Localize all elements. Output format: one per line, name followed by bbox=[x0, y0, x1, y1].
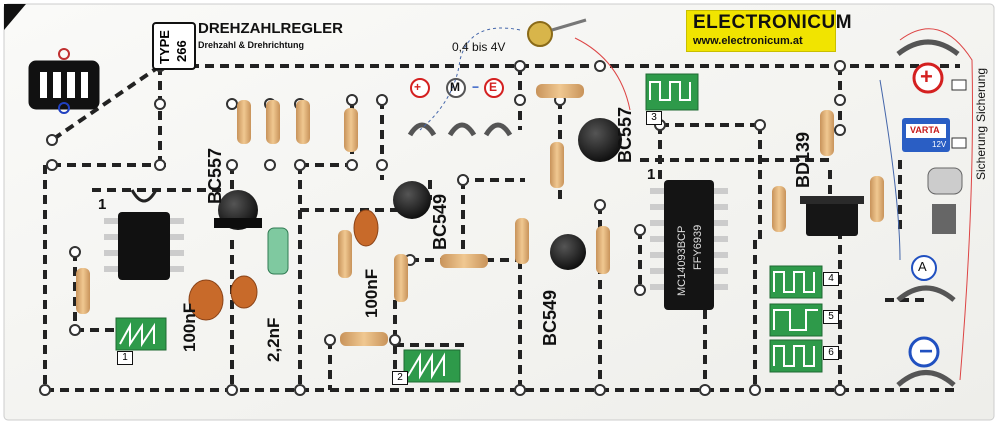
cap-100nf-mid-label: 100nF bbox=[362, 268, 381, 318]
board-title: DREHZAHLREGLER bbox=[198, 20, 343, 37]
cap-100nf-left-label: 100nF bbox=[180, 302, 199, 352]
terminal-a-label: A bbox=[918, 259, 927, 274]
regulator-icon bbox=[932, 204, 956, 234]
bd139-label: BD139 bbox=[793, 131, 813, 188]
power-transistor-bd139 bbox=[800, 196, 864, 236]
ic-right-pin1-label: 1 bbox=[647, 166, 656, 183]
board-subtitle: Drehzahl & Drehrichtung bbox=[198, 40, 305, 50]
fuse-top-label: Sicherung bbox=[974, 67, 988, 122]
plus-control-label: + bbox=[414, 80, 422, 94]
brand-banner: ELECTRONICUM www.electronicum.at bbox=[686, 10, 852, 52]
motor-icon bbox=[927, 167, 963, 195]
opamp-ic-8pin bbox=[104, 189, 184, 280]
mc14093-ic-14pin bbox=[650, 180, 728, 310]
fuse-bottom-icon bbox=[951, 137, 967, 149]
cap-2-2nf-label: 2,2nF bbox=[264, 317, 283, 362]
terminal-a-circle bbox=[911, 255, 937, 281]
type-badge: TYPE 266 bbox=[152, 22, 196, 70]
m-control-label: M bbox=[450, 80, 460, 94]
type-number: 266 bbox=[174, 40, 189, 62]
bc557-left-label: BC557 bbox=[205, 147, 225, 204]
battery-voltage-label: 12V bbox=[932, 140, 947, 149]
solder-posts bbox=[39, 60, 846, 396]
power-plus-label: + bbox=[920, 64, 933, 89]
plus-terminal-dot bbox=[410, 78, 430, 98]
wire-loops bbox=[407, 39, 960, 387]
bc549-mid-label: BC549 bbox=[430, 193, 450, 250]
capacitors bbox=[188, 209, 379, 321]
board-background bbox=[3, 3, 995, 421]
signal-wires bbox=[419, 27, 973, 381]
transistor-bc557-left bbox=[214, 190, 262, 230]
m-terminal-dot bbox=[446, 78, 466, 98]
battery-brand-label: VARTA bbox=[910, 125, 940, 135]
battery-icon bbox=[902, 118, 950, 152]
fuse-bottom-label: Sicherung bbox=[974, 125, 988, 180]
scope-index-2: 2 bbox=[392, 371, 408, 385]
ic-part-label: MC14093BCP bbox=[676, 225, 688, 296]
scope-index-1: 1 bbox=[117, 351, 133, 365]
minus-control-label: − bbox=[472, 80, 480, 94]
fuse-top-icon bbox=[951, 79, 967, 91]
e-control-label: E bbox=[489, 80, 498, 94]
scope-waveforms bbox=[115, 73, 823, 383]
power-minus-label: − bbox=[919, 338, 934, 365]
scope-index-6: 6 bbox=[823, 346, 839, 360]
voltage-range-label: 0,4 bis 4V bbox=[452, 40, 506, 54]
bc557-right-label: BC557 bbox=[615, 106, 635, 163]
board-corner-marker bbox=[4, 4, 26, 30]
transistor-bc549-low bbox=[550, 234, 586, 270]
scope-index-5: 5 bbox=[823, 310, 839, 324]
bc549-low-label: BC549 bbox=[540, 289, 560, 346]
ic-left-pin1-label: 1 bbox=[98, 196, 107, 213]
ic-code-label: FFY6939 bbox=[692, 224, 704, 270]
resistors bbox=[76, 84, 884, 346]
potentiometer-icon bbox=[527, 18, 587, 47]
brand-name: ELECTRONICUM bbox=[693, 12, 853, 33]
scope-index-3: 3 bbox=[646, 111, 662, 125]
power-minus-circle bbox=[908, 336, 940, 368]
brand-url: www.electronicum.at bbox=[693, 35, 803, 47]
motor-direction-symbol bbox=[28, 48, 100, 114]
power-plus-circle bbox=[912, 62, 944, 94]
transistor-bc557-right bbox=[578, 118, 622, 162]
transistor-bc549-mid bbox=[393, 181, 431, 219]
type-label: TYPE bbox=[157, 30, 172, 64]
e-terminal-dot bbox=[484, 78, 504, 98]
scope-index-4: 4 bbox=[823, 272, 839, 286]
